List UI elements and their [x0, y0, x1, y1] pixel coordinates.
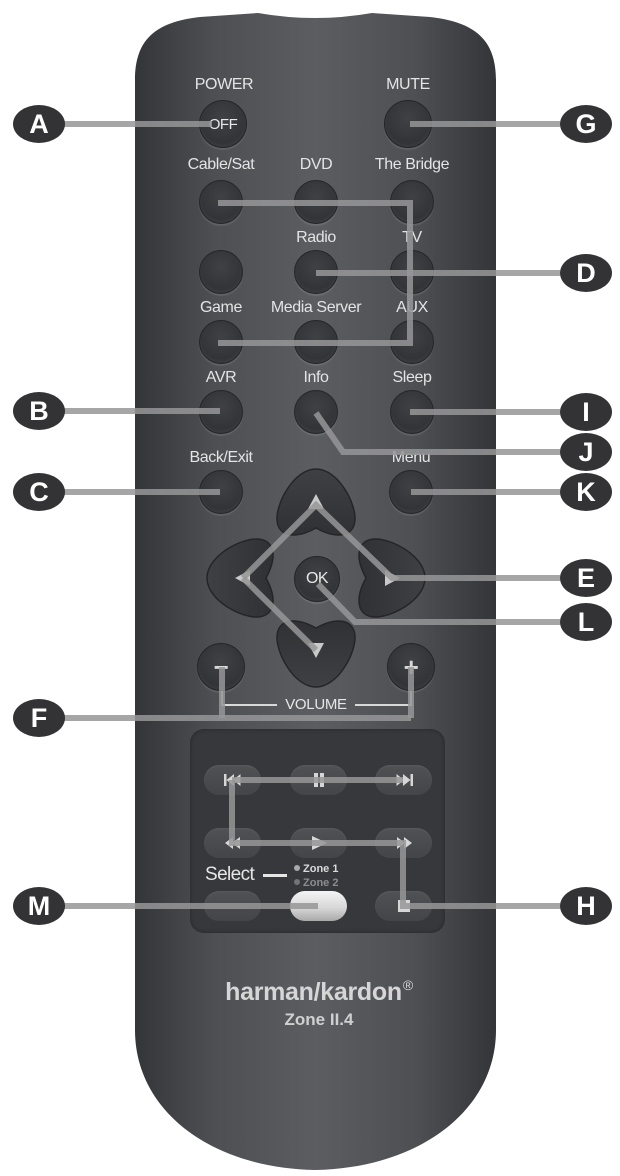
line-h [229, 780, 560, 909]
brand-name: harman/kardon [225, 978, 402, 1006]
back-exit-label: Back/Exit [189, 449, 253, 466]
source-label-dvd: DVD [299, 156, 333, 173]
callout-j: J [560, 433, 612, 471]
select-label: Select [205, 864, 255, 885]
zone-2-dot-icon [294, 879, 300, 885]
callout-g: G [560, 105, 612, 143]
sleep-label: Sleep [392, 369, 432, 386]
power-label: POWER [194, 76, 254, 93]
zone-1-dot-icon [294, 865, 300, 871]
callout-e: E [560, 559, 612, 597]
select-dash [263, 874, 287, 877]
callout-k: K [560, 473, 612, 511]
brand-logo: harman/kardon® [160, 971, 478, 1006]
source-label-cable-sat: Cable/Sat [187, 156, 255, 173]
source-label-media-server: Media Server [270, 299, 362, 316]
line-e [240, 500, 560, 581]
callout-l: L [560, 603, 612, 641]
registered-mark: ® [402, 977, 413, 993]
source-label-the-bridge: The Bridge [374, 156, 450, 173]
unlabeled-source-button[interactable] [199, 250, 243, 294]
callout-i: I [560, 393, 612, 431]
zone-2-indicator: Zone 2 [294, 877, 338, 889]
callout-m: M [13, 887, 65, 925]
avr-label: AVR [205, 369, 237, 386]
line-e-down [240, 575, 319, 653]
source-label-game: Game [200, 299, 242, 316]
line-j [313, 411, 560, 455]
callout-b: B [13, 392, 65, 430]
line-l [315, 581, 560, 625]
zone-2-label: Zone 2 [303, 877, 339, 889]
callout-f: F [13, 699, 65, 737]
ok-button[interactable]: OK [294, 556, 340, 602]
callout-d: D [560, 254, 612, 292]
ok-text: OK [305, 570, 329, 587]
source-label-radio: Radio [296, 229, 336, 246]
callout-h: H [560, 887, 612, 925]
volume-label: VOLUME [285, 696, 347, 713]
info-button[interactable] [294, 390, 338, 434]
power-off-text: OFF [208, 115, 238, 133]
zone-1-label: Zone 1 [303, 863, 339, 875]
info-label: Info [303, 369, 329, 386]
zone-1-indicator: Zone 1 [294, 863, 338, 875]
callout-c: C [13, 473, 65, 511]
model-name: Zone II.4 [284, 1010, 354, 1029]
mute-label: MUTE [386, 76, 430, 93]
callout-a: A [13, 105, 65, 143]
